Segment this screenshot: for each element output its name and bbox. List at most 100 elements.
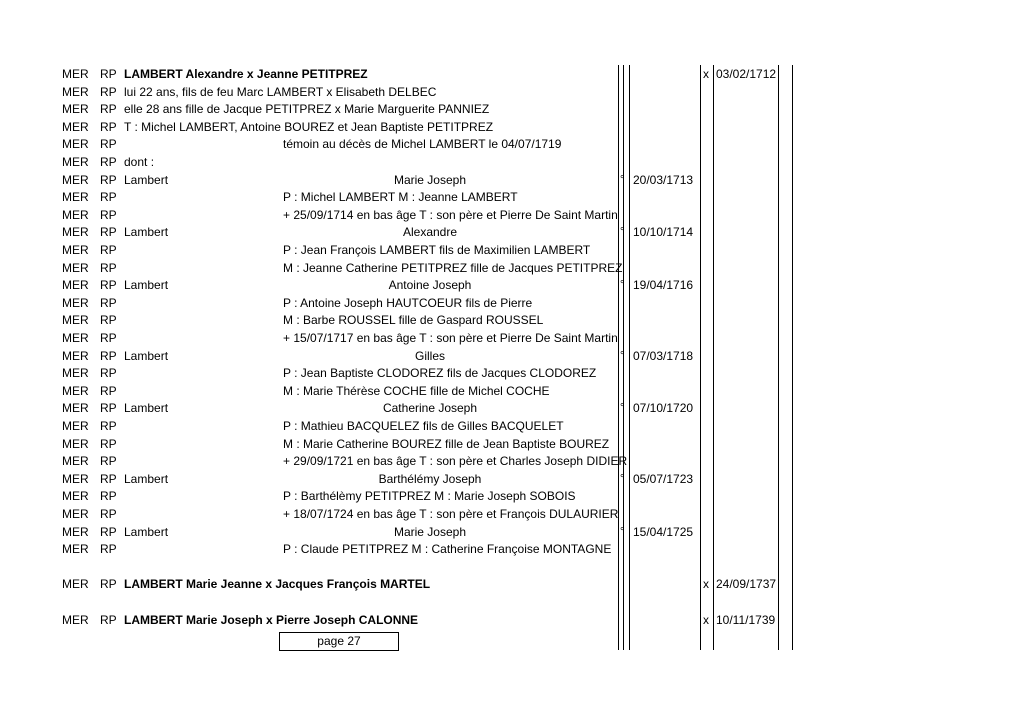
table-row: MER RP P : Mathieu BACQUELEZ fils de Gille… — [0, 418, 1024, 436]
parish-code: RP — [100, 225, 117, 240]
parish-code: RP — [100, 260, 117, 275]
page-number: page 27 — [317, 634, 361, 648]
parish-code: RP — [100, 507, 117, 521]
page-number-box: page 27 — [279, 632, 399, 651]
parish-code: RP — [100, 119, 117, 134]
register-code: MER — [62, 419, 89, 433]
entry-name: Lambert — [124, 172, 169, 187]
entry-detail: M : Marie Catherine BOUREZ fille de Jean… — [283, 436, 610, 451]
entry-detail: M : Marie Thérèse COCHE fille de Michel … — [283, 383, 550, 398]
marriage-symbol: x — [703, 67, 709, 81]
entry-detail: M : Barbe ROUSSEL fille de Gaspard ROUSS… — [283, 313, 544, 328]
register-code: MER — [62, 454, 89, 469]
entry-detail: P : Jean François LAMBERT fils de Maximi… — [283, 243, 591, 257]
register-code: MER — [62, 155, 89, 169]
table-row: MER RP dont : — [0, 154, 1024, 172]
register-code: MER — [62, 612, 89, 627]
entry-detail: P : Claude PETITPREZ M : Catherine Franç… — [283, 542, 612, 557]
register-code: MER — [62, 331, 89, 345]
parish-code: RP — [100, 348, 117, 363]
child-first-name: Alexandre — [402, 225, 458, 240]
entry-detail: témoin au décès de Michel LAMBERT le 04/… — [283, 137, 562, 152]
entry-detail: P : Jean Baptiste CLODOREZ fils de Jacqu… — [283, 366, 597, 381]
entry-detail: + 25/09/1714 en bas âge T : son père et … — [283, 207, 618, 222]
entry-name: T : Michel LAMBERT, Antoine BOUREZ et Je… — [124, 119, 494, 134]
parish-code: RP — [100, 489, 117, 504]
entry-name: Lambert — [124, 471, 169, 486]
register-code: MER — [62, 366, 89, 381]
register-code: MER — [62, 207, 89, 222]
baptism-date: 20/03/1713 — [633, 172, 694, 187]
column-rule — [618, 65, 619, 650]
entry-name: Lambert — [124, 348, 169, 363]
child-first-name: Catherine Joseph — [382, 401, 478, 416]
register-code: MER — [62, 243, 89, 257]
table-row: MER RP LAMBERT Marie Joseph x Pierre Josep… — [0, 612, 1024, 630]
entry-name: Lambert — [124, 524, 169, 539]
column-rule — [778, 65, 779, 650]
entry-detail: + 15/07/1717 en bas âge T : son père et … — [283, 331, 618, 345]
baptism-date: 10/10/1714 — [633, 225, 694, 240]
register-code: MER — [62, 401, 89, 416]
baptism-symbol: ° — [620, 472, 625, 485]
parish-code: RP — [100, 67, 117, 81]
entry-detail: P : Mathieu BACQUELEZ fils de Gilles BAC… — [283, 419, 564, 433]
parish-code: RP — [100, 542, 117, 557]
parish-code: RP — [100, 331, 117, 345]
entry-name: Lambert — [124, 278, 169, 293]
parish-code: RP — [100, 612, 117, 627]
parish-code: RP — [100, 419, 117, 433]
table-row: MER RP M : Marie Thérèse COCHE fille de Mi… — [0, 383, 1024, 401]
column-rule — [629, 65, 630, 650]
parish-code: RP — [100, 436, 117, 451]
baptism-symbol: ° — [620, 173, 625, 186]
parish-code: RP — [100, 383, 117, 398]
marriage-date: 10/11/1739 — [716, 612, 776, 627]
column-rule — [713, 65, 714, 650]
entry-detail: P : Barthélèmy PETITPREZ M : Marie Josep… — [283, 489, 576, 504]
register-code: MER — [62, 471, 89, 486]
parish-code: RP — [100, 155, 117, 169]
register-code: MER — [62, 84, 89, 99]
parish-code: RP — [100, 102, 117, 117]
register-code: MER — [62, 119, 89, 134]
parish-code: RP — [100, 366, 117, 381]
parish-code: RP — [100, 577, 117, 592]
parish-code: RP — [100, 295, 117, 310]
entry-name: dont : — [124, 155, 155, 169]
parish-code: RP — [100, 172, 117, 187]
table-row: MER RP T : Michel LAMBERT, Antoine BOUREZ … — [0, 119, 1024, 137]
column-rule — [623, 65, 624, 650]
marriage-symbol: x — [703, 577, 709, 592]
register-code: MER — [62, 577, 89, 592]
register-code: MER — [62, 507, 89, 521]
table-row: MER RP P : Claude PETITPREZ M : Catherine … — [0, 541, 1024, 559]
entry-detail: M : Jeanne Catherine PETITPREZ fille de … — [283, 260, 623, 275]
baptism-date: 05/07/1723 — [633, 471, 694, 486]
child-first-name: Antoine Joseph — [388, 278, 472, 293]
marriage-date: 03/02/1712 — [716, 67, 777, 81]
parish-code: RP — [100, 313, 117, 328]
baptism-symbol: ° — [620, 279, 625, 292]
entry-detail: + 18/07/1724 en bas âge T : son père et … — [283, 507, 619, 521]
register-code: MER — [62, 190, 89, 205]
baptism-date: 19/04/1716 — [633, 278, 694, 293]
child-first-name: Gilles — [414, 348, 445, 363]
register-code: MER — [62, 542, 89, 557]
entry-name: Lambert — [124, 401, 169, 416]
entry-name: LAMBERT Marie Joseph x Pierre Joseph CAL… — [124, 612, 419, 627]
entry-detail: + 29/09/1721 en bas âge T : son père et … — [283, 454, 628, 469]
register-code: MER — [62, 383, 89, 398]
child-first-name: Marie Joseph — [393, 524, 467, 539]
baptism-date: 15/04/1725 — [633, 524, 694, 539]
